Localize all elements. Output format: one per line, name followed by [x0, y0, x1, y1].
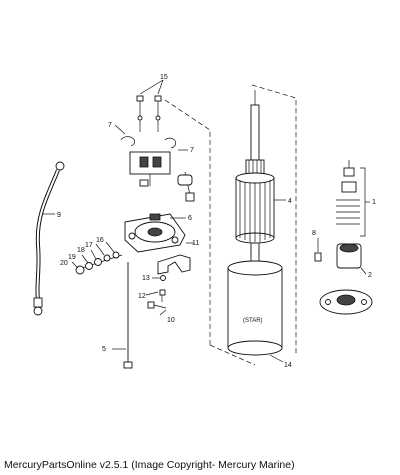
- armature-4: [235, 90, 286, 264]
- copyright-caption: MercuryPartsOnline v2.5.1 (Image Copyrig…: [4, 459, 295, 471]
- callout-7b: 7: [190, 147, 194, 154]
- callout-13: 13: [142, 275, 150, 282]
- callout-2: 2: [368, 272, 372, 279]
- callout-15: 15: [160, 74, 168, 81]
- callout-11: 11: [192, 240, 199, 247]
- callout-1: 1: [372, 199, 376, 206]
- terminal-hardware: [71, 241, 123, 275]
- callout-labels: 1 2 4 5 6 7 7 8 9 10 11 12 13 14 15 16 1…: [57, 74, 376, 369]
- battery-cable: [33, 161, 65, 316]
- callout-8: 8: [312, 230, 316, 237]
- through-bolt-5: [112, 262, 133, 369]
- callout-12: 12: [138, 293, 146, 300]
- brush-holder: [129, 151, 195, 202]
- callout-16: 16: [96, 237, 104, 244]
- alignment-guides: [164, 84, 297, 366]
- callout-6: 6: [188, 215, 192, 222]
- callout-20: 20: [60, 260, 68, 267]
- callout-7a: 7: [108, 122, 112, 129]
- mounting-bracket-11: [145, 242, 194, 316]
- callout-14: 14: [284, 362, 292, 369]
- frame-label: (STAR): [243, 318, 263, 324]
- callout-9: 9: [57, 212, 61, 219]
- motor-frame-14: [227, 260, 284, 363]
- callout-4: 4: [288, 198, 292, 205]
- end-cap-6: [124, 213, 186, 253]
- retaining-clips-7: [114, 124, 188, 151]
- callout-5: 5: [102, 346, 106, 353]
- callout-18: 18: [77, 247, 85, 254]
- screws-15: [136, 79, 164, 132]
- drive-assembly: [314, 160, 373, 315]
- callout-10: 10: [167, 317, 175, 324]
- callout-17: 17: [85, 242, 93, 249]
- callout-19: 19: [68, 254, 76, 261]
